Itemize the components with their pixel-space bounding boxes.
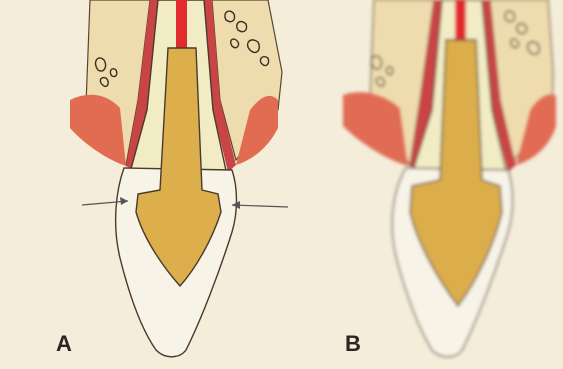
panel-label-a: A xyxy=(56,333,72,355)
panel-a-figure xyxy=(70,0,288,357)
panel-b-figure xyxy=(343,0,556,357)
panel-label-b: B xyxy=(345,333,361,355)
panel-b-pulp-canal xyxy=(455,0,466,40)
panel-a-line-right xyxy=(232,205,288,207)
panel-a-pulp-canal xyxy=(176,0,187,48)
